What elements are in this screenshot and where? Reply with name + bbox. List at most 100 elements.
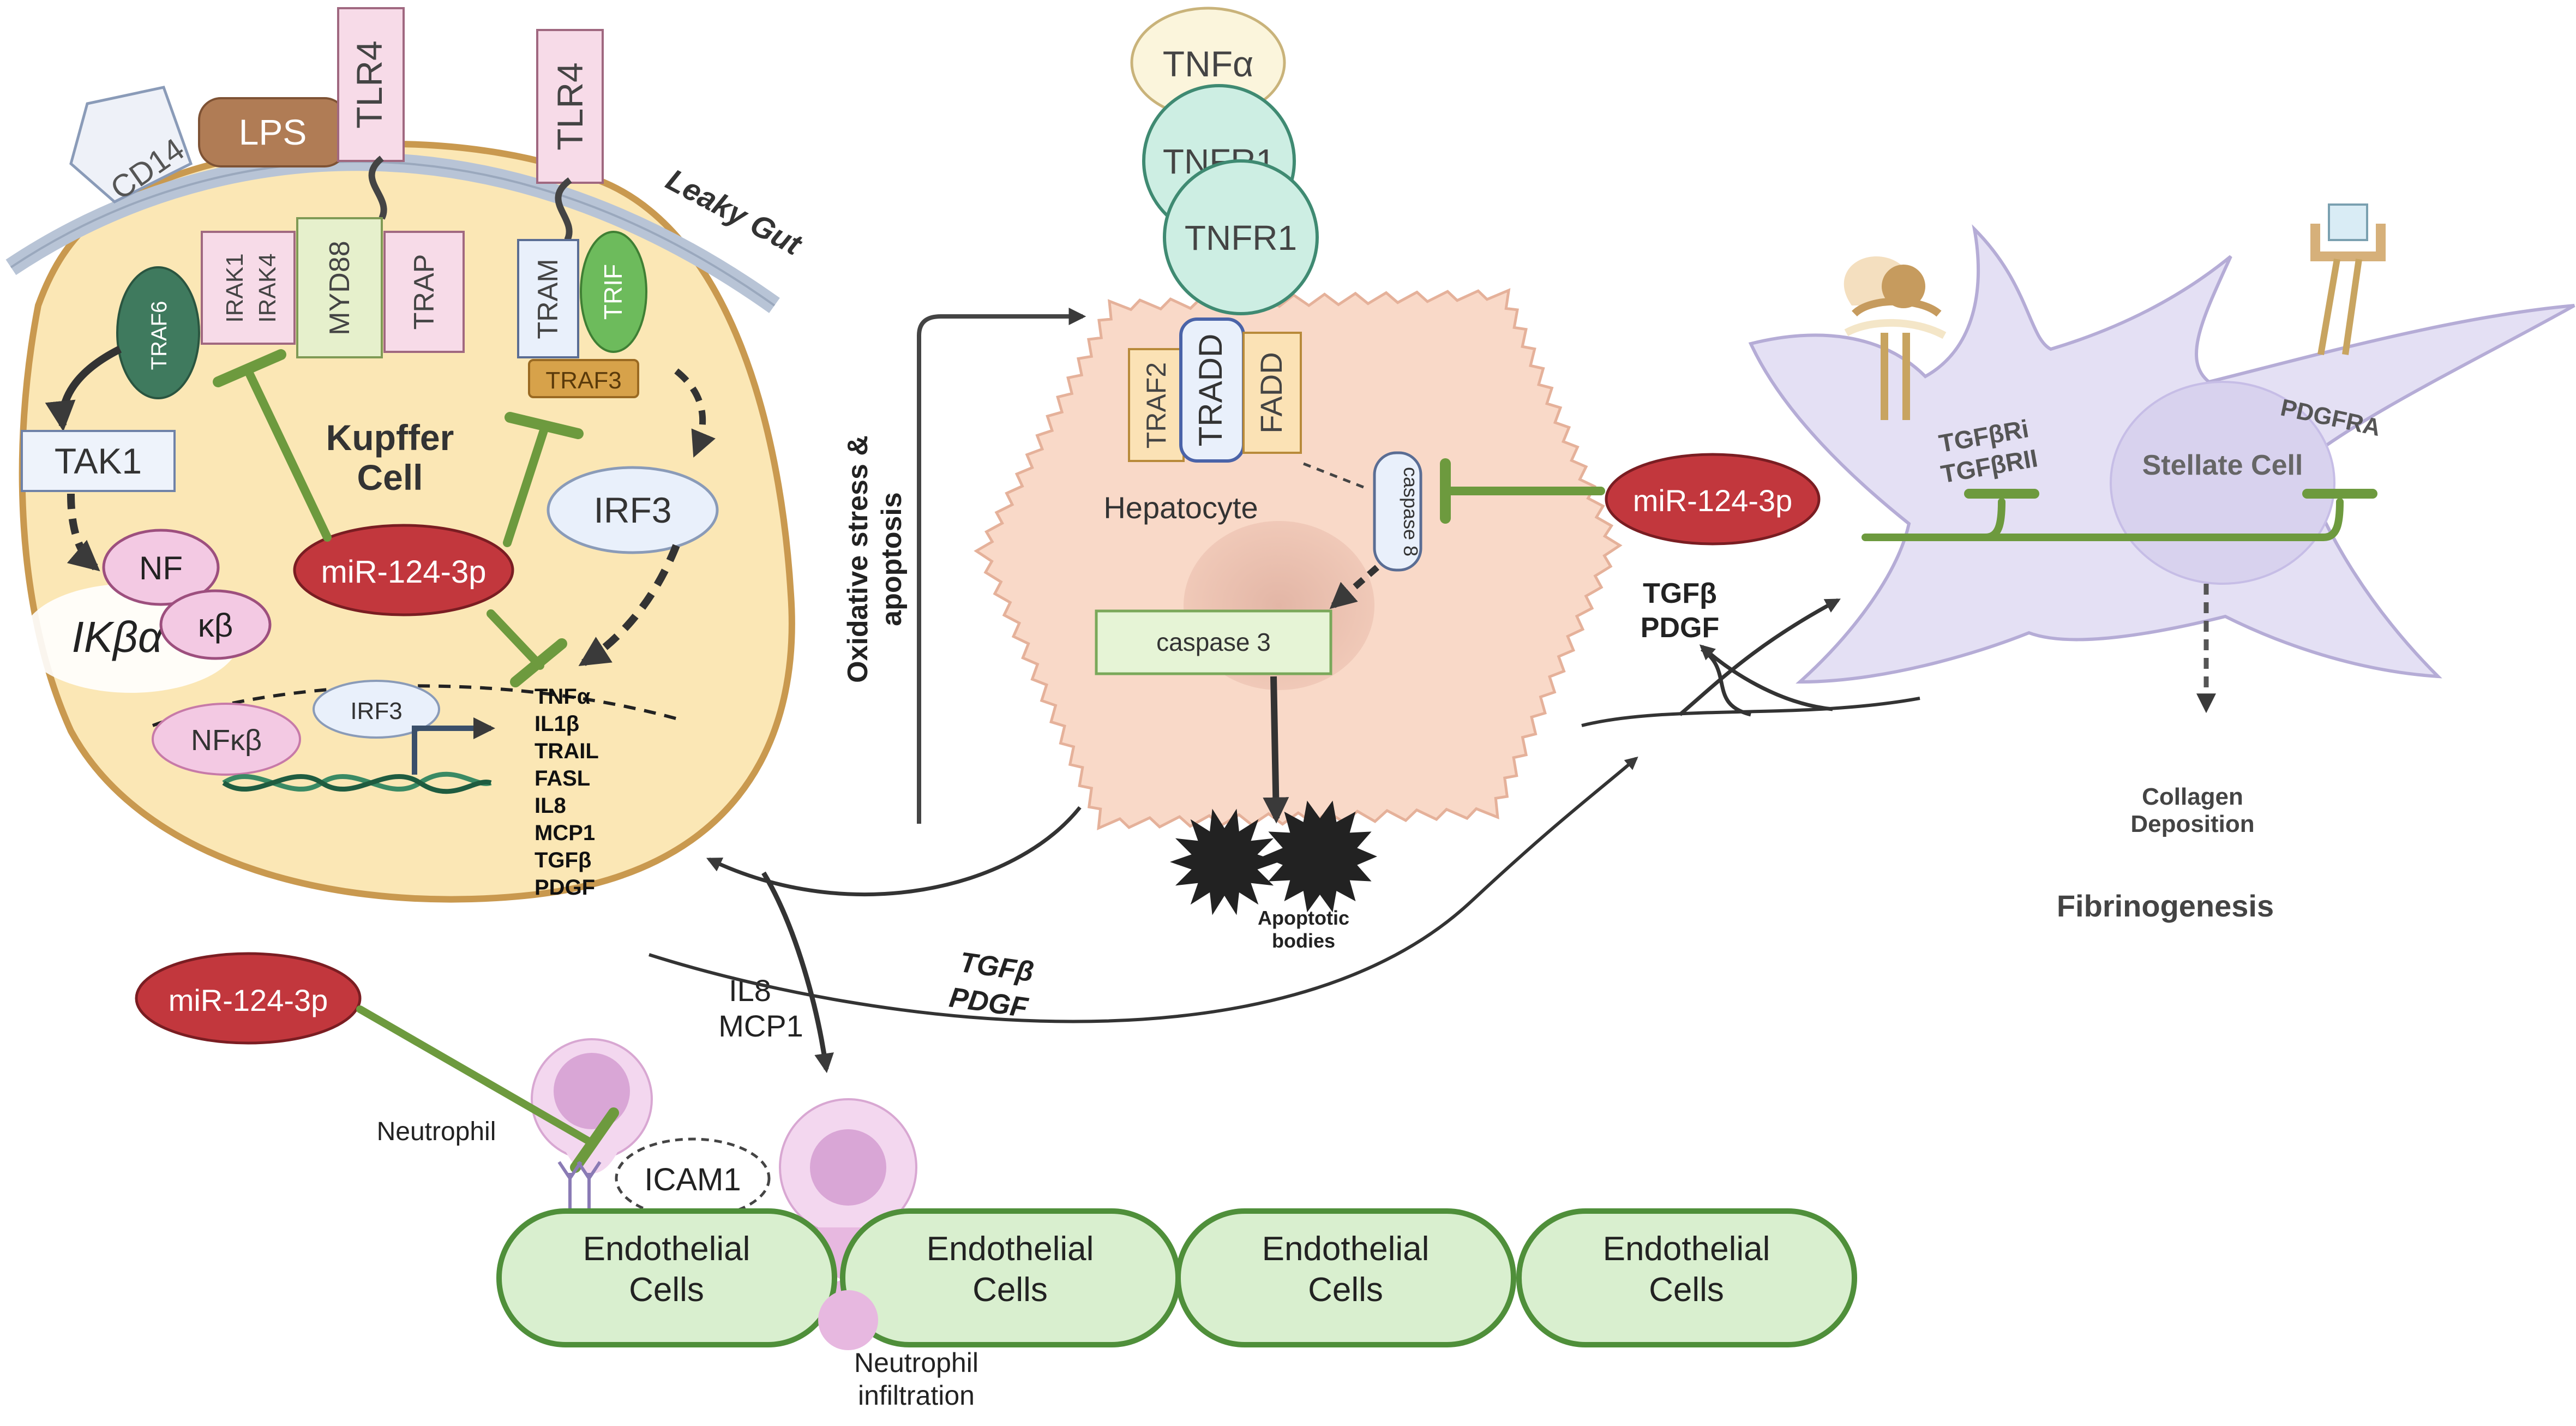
myd88-box bbox=[296, 217, 383, 358]
kupffer-cell: Leaky Gut CD14 LPS TLR4 TLR4 IRAK1 IRAK4… bbox=[5, 7, 808, 903]
caspase8-to-caspase3-arrow bbox=[1329, 565, 1379, 609]
irf3-nuclear-oval bbox=[313, 680, 440, 739]
irak1-label: IRAK1 bbox=[221, 253, 248, 322]
tnfa-label: TNFα bbox=[1163, 44, 1253, 84]
caspase3-label: caspase 3 bbox=[1156, 628, 1271, 656]
tak1-label: TAK1 bbox=[55, 441, 142, 481]
tradd-label: TRADD bbox=[1192, 334, 1229, 447]
stellate-signal-arrow bbox=[1581, 697, 1920, 727]
tgfb-receptor bbox=[1844, 256, 1947, 420]
transcription-arrow bbox=[412, 717, 495, 775]
endothelial-cell bbox=[1516, 1208, 1857, 1347]
apoptotic-label-1: Apoptotic bbox=[1258, 907, 1349, 929]
tlr4-a-label: TLR4 bbox=[349, 40, 389, 128]
oxidative-stress-arrow bbox=[917, 308, 1086, 824]
caspase8-box bbox=[1373, 451, 1422, 572]
gene-item: IL8 bbox=[535, 794, 566, 818]
tak1-to-nf-arrow bbox=[67, 493, 100, 572]
tgfb-pdgf-long-arrow bbox=[648, 756, 1638, 1023]
dna-helix bbox=[222, 771, 492, 794]
endothelial-cell bbox=[496, 1208, 837, 1347]
stellate-to-signal-arrow bbox=[1699, 644, 1833, 711]
hepatocyte-cell: TNFα TNFR1 TNFR1 TRAF2 TRADD FADD Hepato… bbox=[842, 7, 1821, 952]
inhibit-genes bbox=[487, 609, 567, 687]
inhibit-neutrophil bbox=[356, 1005, 619, 1173]
endothelial-cell-label: Endothelial bbox=[1603, 1230, 1770, 1268]
stellate-signal-label-1: TGFβ bbox=[1643, 578, 1717, 609]
irf3-nuclear-label: IRF3 bbox=[350, 698, 402, 724]
gene-item: IL1β bbox=[535, 712, 579, 736]
inhibit-traf3 bbox=[503, 412, 584, 547]
fadd-box bbox=[1242, 332, 1302, 454]
endothelial-cell-label: Endothelial bbox=[927, 1230, 1094, 1268]
kupffer-mir-label: miR-124-3p bbox=[321, 554, 487, 590]
lps-label: LPS bbox=[239, 112, 307, 152]
tlr4-receptor-a bbox=[337, 7, 405, 162]
infiltration-label-1: Neutrophil bbox=[854, 1347, 978, 1378]
endothelial-cell-label: Cells bbox=[1308, 1271, 1383, 1309]
tnfr1-b-circle bbox=[1163, 159, 1319, 315]
kb-oval bbox=[159, 589, 272, 660]
myd88-label: MYD88 bbox=[324, 241, 356, 335]
caspase3-box bbox=[1095, 609, 1332, 675]
endothelium-mir-label: miR-124-3p bbox=[169, 983, 328, 1017]
traf6-label: TRAF6 bbox=[147, 301, 171, 370]
traf2-label: TRAF2 bbox=[1141, 362, 1172, 448]
nf-oval bbox=[102, 529, 220, 606]
fibrinogenesis-label: Fibrinogenesis bbox=[2057, 889, 2274, 923]
traf3-box bbox=[528, 359, 639, 398]
pdgfra-receptor bbox=[2310, 203, 2386, 356]
kupffer-mir-oval bbox=[293, 524, 514, 616]
endothelial-cell-label: Cells bbox=[629, 1271, 704, 1309]
caspase8-label: caspase 8 bbox=[1400, 467, 1422, 556]
nfkb-nuclear-label: NFκβ bbox=[191, 724, 262, 757]
gene-item: MCP1 bbox=[535, 821, 595, 845]
ikba-label: IKβα bbox=[72, 613, 164, 661]
traf6-to-tak1-arrow bbox=[45, 345, 122, 432]
inhibit-irak bbox=[213, 349, 332, 542]
mcp1-label: MCP1 bbox=[718, 1009, 803, 1043]
il8-mcp1-arrow bbox=[761, 871, 834, 1074]
gene-item: TRAIL bbox=[535, 739, 599, 763]
gene-item: FASL bbox=[535, 766, 590, 790]
trif-label: TRIF bbox=[599, 264, 627, 320]
endothelial-cell-label: Cells bbox=[972, 1271, 1048, 1309]
tlr4-receptor-b bbox=[536, 29, 604, 184]
trap-box bbox=[383, 231, 465, 353]
stellate-signal-label-2: PDGF bbox=[1641, 612, 1719, 644]
stellate-label: Stellate Cell bbox=[2142, 450, 2303, 481]
tnfr1-b-label: TNFR1 bbox=[1185, 218, 1297, 257]
neutrophil-infiltrating-tail bbox=[818, 1290, 878, 1350]
cd14-receptor bbox=[69, 86, 193, 203]
hepatocyte-to-kupffer-arrow bbox=[706, 806, 1082, 896]
apoptotic-label-2: bodies bbox=[1272, 930, 1335, 952]
endothelium: IL8 MCP1 TGFβ PDGF miR-124-3p Neutrophil… bbox=[135, 756, 1857, 1411]
infiltration-label-2: infiltration bbox=[858, 1380, 975, 1411]
traf3-to-irf3-arrow bbox=[674, 368, 716, 458]
tram-label: TRAM bbox=[532, 259, 564, 339]
endothelial-cell-label: Endothelial bbox=[1262, 1230, 1430, 1268]
traf3-label: TRAF3 bbox=[545, 367, 621, 394]
tgfb-label: TGFβ bbox=[958, 946, 1036, 988]
nfkb-nuclear-oval bbox=[152, 703, 301, 776]
traf2-box bbox=[1128, 348, 1185, 462]
gene-item: PDGF bbox=[535, 876, 595, 900]
oxidative-label-2: apoptosis bbox=[876, 492, 908, 626]
kb-label: κβ bbox=[198, 607, 233, 644]
gene-item: TNFα bbox=[535, 685, 591, 709]
tlr4-b-label: TLR4 bbox=[550, 62, 590, 150]
kupffer-cell-label-2: Cell bbox=[357, 457, 423, 498]
endothelial-cell-label: Endothelial bbox=[583, 1230, 750, 1268]
collagen-label-2: Deposition bbox=[2130, 811, 2254, 837]
tram-box bbox=[517, 239, 579, 358]
trif-oval bbox=[580, 231, 647, 353]
stellate-nucleus bbox=[2110, 381, 2335, 585]
nf-label: NF bbox=[139, 550, 183, 586]
oxidative-label-1: Oxidative stress & bbox=[842, 435, 874, 683]
apoptotic-body-2 bbox=[1263, 800, 1377, 913]
stellate-cell: Stellate Cell TGFβRi TGFβRII PDGFRA bbox=[1581, 203, 2575, 923]
inhibit-caspase8 bbox=[1440, 458, 1605, 524]
